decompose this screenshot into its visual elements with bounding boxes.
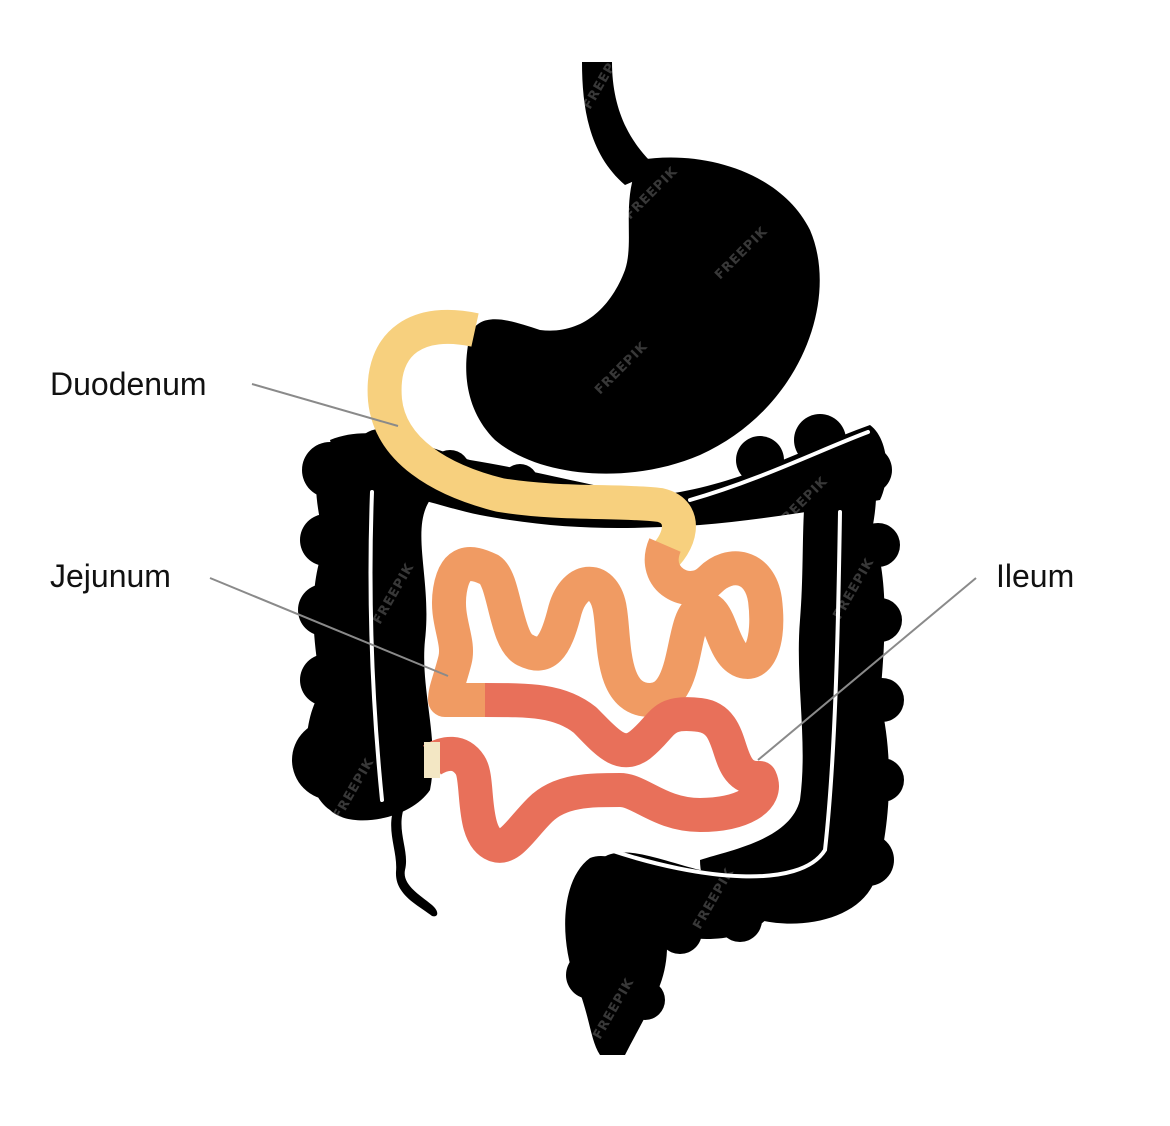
duodenum-leader-line: [251, 383, 399, 427]
jejunum: [428, 538, 784, 717]
leader-lines: [209, 383, 977, 761]
jejunum-leader-line: [209, 577, 449, 677]
stomach: [466, 62, 820, 474]
ileum-leader-line: [757, 577, 977, 761]
duodenum: [367, 309, 696, 574]
jejunum-label: Jejunum: [50, 558, 171, 594]
colon-highlight-lines: [368, 430, 870, 879]
labels: Duodenum Jejunum Ileum: [50, 366, 1074, 594]
ileum: [423, 683, 779, 863]
ileocecal-stub: [424, 742, 440, 778]
stomach-body: [466, 157, 820, 474]
descending-colon: [700, 440, 890, 924]
esophagus: [582, 62, 660, 185]
ileum-label: Ileum: [996, 558, 1074, 594]
appendix: [391, 805, 438, 917]
duodenum-label: Duodenum: [50, 366, 207, 402]
